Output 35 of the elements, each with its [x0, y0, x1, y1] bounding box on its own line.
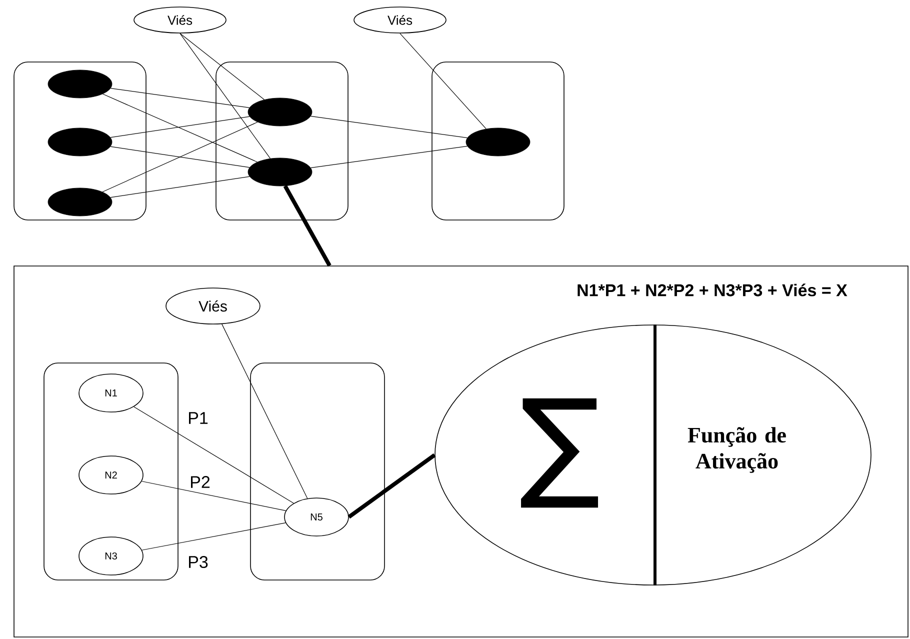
- layer-box: [250, 362, 385, 580]
- connection-line: [110, 146, 250, 168]
- edge-label: P1: [189, 412, 208, 424]
- connection-line: [134, 406, 294, 504]
- layer-box: [14, 62, 146, 220]
- connection-line: [180, 33, 271, 159]
- neuron-ellipse: [248, 98, 312, 126]
- sigma-symbol: ∑: [521, 398, 598, 508]
- connection-line: [222, 324, 308, 499]
- connection-line: [180, 33, 265, 100]
- layer-box: [432, 62, 564, 220]
- connection-line: [400, 33, 486, 130]
- connection-line: [283, 185, 332, 267]
- neuron-ellipse: [466, 128, 530, 156]
- connection-line: [141, 480, 286, 512]
- connection-line: [310, 146, 468, 168]
- zoom-panel: [14, 266, 908, 638]
- formula-label: N1*P1 + N2*P2 + N3*P3 + Viés = X: [578, 284, 848, 296]
- connection-line: [110, 116, 250, 138]
- connection-line: [102, 94, 258, 162]
- connection-line: [142, 522, 286, 550]
- node-text: Função de Ativação: [688, 427, 786, 473]
- layer-box: [216, 62, 348, 220]
- neuron-ellipse: [48, 188, 112, 216]
- edge-label: P3: [189, 556, 208, 568]
- connection-line: [310, 116, 468, 138]
- neuron-ellipse: [48, 128, 112, 156]
- neuron-ellipse: [48, 70, 112, 98]
- connection-line: [110, 176, 250, 198]
- neuron-ellipse: [248, 158, 312, 186]
- connection-line: [102, 122, 258, 192]
- connection-line: [110, 88, 250, 108]
- layer-box: [44, 362, 178, 580]
- connection-line: [348, 453, 436, 519]
- edge-label: P2: [191, 476, 210, 488]
